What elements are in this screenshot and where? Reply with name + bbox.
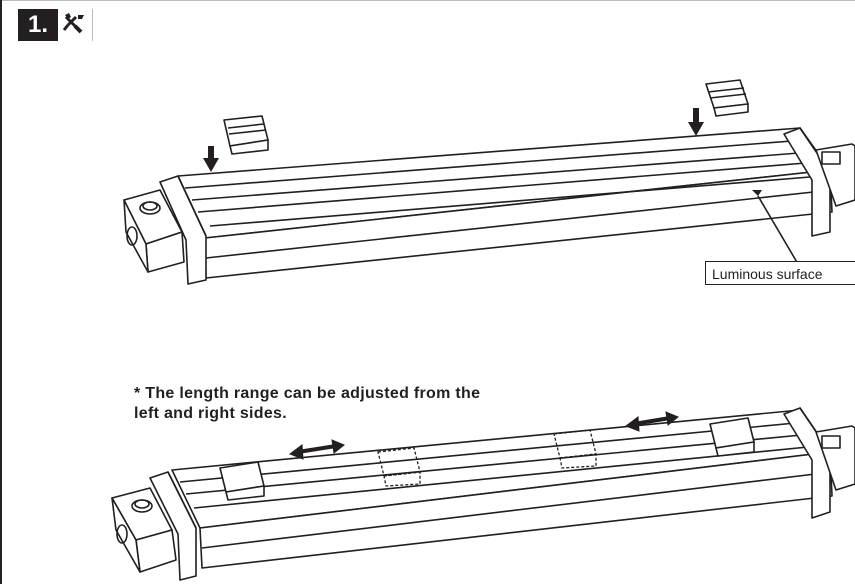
page-top-border [0, 0, 855, 1]
step-number-badge: 1. [18, 9, 58, 41]
tools-icon [60, 9, 93, 41]
page-left-border [0, 0, 2, 584]
note-line-2: left and right sides. [134, 405, 287, 422]
length-adjust-note: * The length range can be adjusted from … [134, 384, 564, 424]
note-line-1: * The length range can be adjusted from … [134, 385, 481, 402]
luminous-surface-callout: Luminous surface [705, 261, 855, 285]
